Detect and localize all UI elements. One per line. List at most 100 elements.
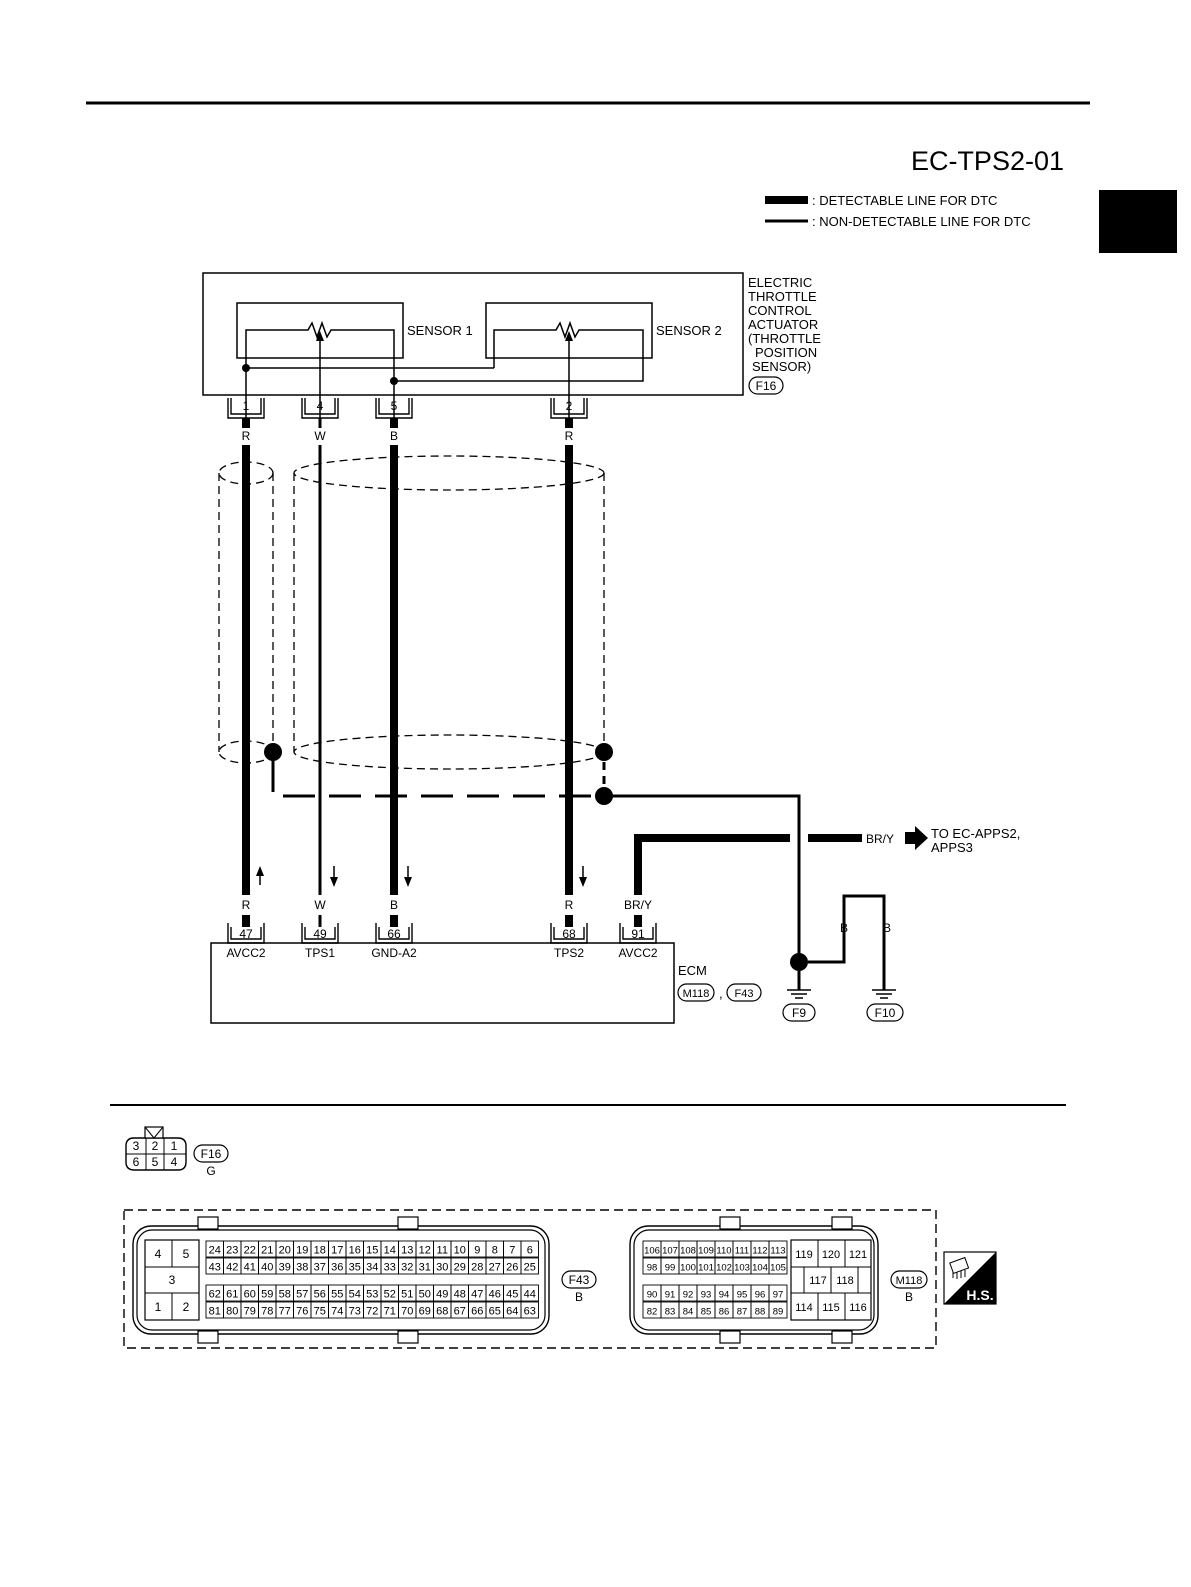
ecm-signal-label: AVCC2 xyxy=(226,946,265,960)
down-arrow-icon xyxy=(404,877,412,887)
pin-label: 2 xyxy=(566,399,573,413)
cavity-number: 19 xyxy=(296,1245,308,1257)
cavity-number: 59 xyxy=(261,1289,273,1301)
sensor2-label: SENSOR 2 xyxy=(656,323,722,338)
ecm-signal-label: TPS2 xyxy=(554,946,584,960)
wire-color-label: R xyxy=(242,429,251,443)
cavity-number: 99 xyxy=(665,1263,676,1274)
cavity-number: 97 xyxy=(773,1290,784,1301)
cavity-number: 112 xyxy=(752,1246,767,1257)
shield-drain-dot xyxy=(264,743,282,761)
cavity-number: 27 xyxy=(489,1262,501,1274)
ecm-box xyxy=(210,942,675,1024)
wire-color-label: W xyxy=(314,429,326,443)
cavity-number: 26 xyxy=(506,1262,518,1274)
ground-id: F9 xyxy=(792,1006,806,1020)
wire-color-label: W xyxy=(314,898,326,912)
cavity-number: 56 xyxy=(314,1289,326,1301)
connector-badge xyxy=(866,1003,904,1022)
junction-dot xyxy=(390,377,398,385)
cavity-number: 87 xyxy=(737,1307,748,1318)
legend-detectable: : DETECTABLE LINE FOR DTC xyxy=(812,193,997,208)
cavity-number: 65 xyxy=(489,1306,501,1318)
cavity-number: 115 xyxy=(822,1302,840,1314)
cavity-cell xyxy=(520,1257,539,1275)
cavity-number: 5 xyxy=(183,1247,190,1261)
cavity-number: 62 xyxy=(209,1289,221,1301)
cavity-number: 93 xyxy=(701,1290,712,1301)
cavity-number: 6 xyxy=(133,1155,140,1169)
grounds: B B F9 F10 xyxy=(782,894,904,1022)
to-apps-label: APPS3 xyxy=(931,840,973,855)
cavity-number: 69 xyxy=(419,1306,431,1318)
wire-color-label: R xyxy=(565,429,574,443)
hs-badge-icon: H.S. xyxy=(943,1251,997,1305)
actuator-name-line: (THROTTLE xyxy=(748,331,821,346)
cavity-number: 85 xyxy=(701,1307,712,1318)
cavity-number: 23 xyxy=(226,1245,238,1257)
cavity-number: 71 xyxy=(384,1306,396,1318)
connector-badge xyxy=(726,983,762,1002)
cavity-number: 105 xyxy=(770,1263,786,1274)
cavity-number: 54 xyxy=(349,1289,361,1301)
cavity-cell xyxy=(768,1257,788,1275)
cavity-number: 60 xyxy=(244,1289,256,1301)
actuator-connector-id: F16 xyxy=(756,379,777,393)
shield-drain-dot xyxy=(595,743,613,761)
cavity-number: 80 xyxy=(226,1306,238,1318)
cavity-number: 13 xyxy=(401,1245,413,1257)
cavity-number: 94 xyxy=(719,1290,730,1301)
cavity-number: 92 xyxy=(683,1290,694,1301)
cavity-number: 44 xyxy=(524,1289,536,1301)
connector-badge xyxy=(193,1144,229,1163)
cavity-number: 57 xyxy=(296,1289,308,1301)
cavity-number: 76 xyxy=(296,1306,308,1318)
connector-color: B xyxy=(905,1290,913,1304)
section-tab xyxy=(1099,190,1177,253)
cavity-number: 3 xyxy=(133,1139,140,1153)
cavity-number: 20 xyxy=(279,1245,291,1257)
junction-dot xyxy=(790,953,808,971)
cavity-number: 96 xyxy=(755,1290,766,1301)
cavity-number: 84 xyxy=(683,1307,694,1318)
cavity-number: 75 xyxy=(314,1306,326,1318)
connector-badge xyxy=(677,983,715,1002)
down-arrow-icon xyxy=(579,877,587,887)
actuator-box xyxy=(202,272,744,396)
cavity-number: 68 xyxy=(436,1306,448,1318)
cavity-number: 43 xyxy=(209,1262,221,1274)
cavity-number: 107 xyxy=(662,1246,678,1257)
cavity-number: 38 xyxy=(296,1262,308,1274)
down-arrow-icon xyxy=(330,877,338,887)
cavity-number: 15 xyxy=(366,1245,378,1257)
cavity-number: 5 xyxy=(152,1155,159,1169)
cavity-number: 25 xyxy=(524,1262,536,1274)
cavity-number: 103 xyxy=(734,1263,750,1274)
sensor1-resistor xyxy=(245,320,395,420)
cavity-number: 72 xyxy=(366,1306,378,1318)
legend-non-detectable: : NON-DETECTABLE LINE FOR DTC xyxy=(812,214,1031,229)
cavity-number: 101 xyxy=(698,1263,714,1274)
cavity-number: 70 xyxy=(401,1306,413,1318)
sensor2-wiper-arrow xyxy=(565,331,573,341)
diagram-title: EC-TPS2-01 xyxy=(911,146,1064,176)
cavity-number: 31 xyxy=(419,1262,431,1274)
cavity-number: 39 xyxy=(279,1262,291,1274)
ecm-connectors-frame xyxy=(123,1209,937,1349)
cavity-number: 64 xyxy=(506,1306,518,1318)
cavity-number: 55 xyxy=(331,1289,343,1301)
cavity-number: 66 xyxy=(471,1306,483,1318)
wire-color-label: BR/Y xyxy=(624,898,652,912)
cavity-number: 16 xyxy=(349,1245,361,1257)
cavity-number: 89 xyxy=(773,1307,784,1318)
shield-left xyxy=(218,461,282,764)
cavity-number: 79 xyxy=(244,1306,256,1318)
cavity-number: 32 xyxy=(401,1262,413,1274)
cavity-number: 6 xyxy=(527,1245,533,1257)
cavity-number: 37 xyxy=(314,1262,326,1274)
wire-color-label: R xyxy=(242,898,251,912)
cavity-cell xyxy=(520,1284,539,1302)
